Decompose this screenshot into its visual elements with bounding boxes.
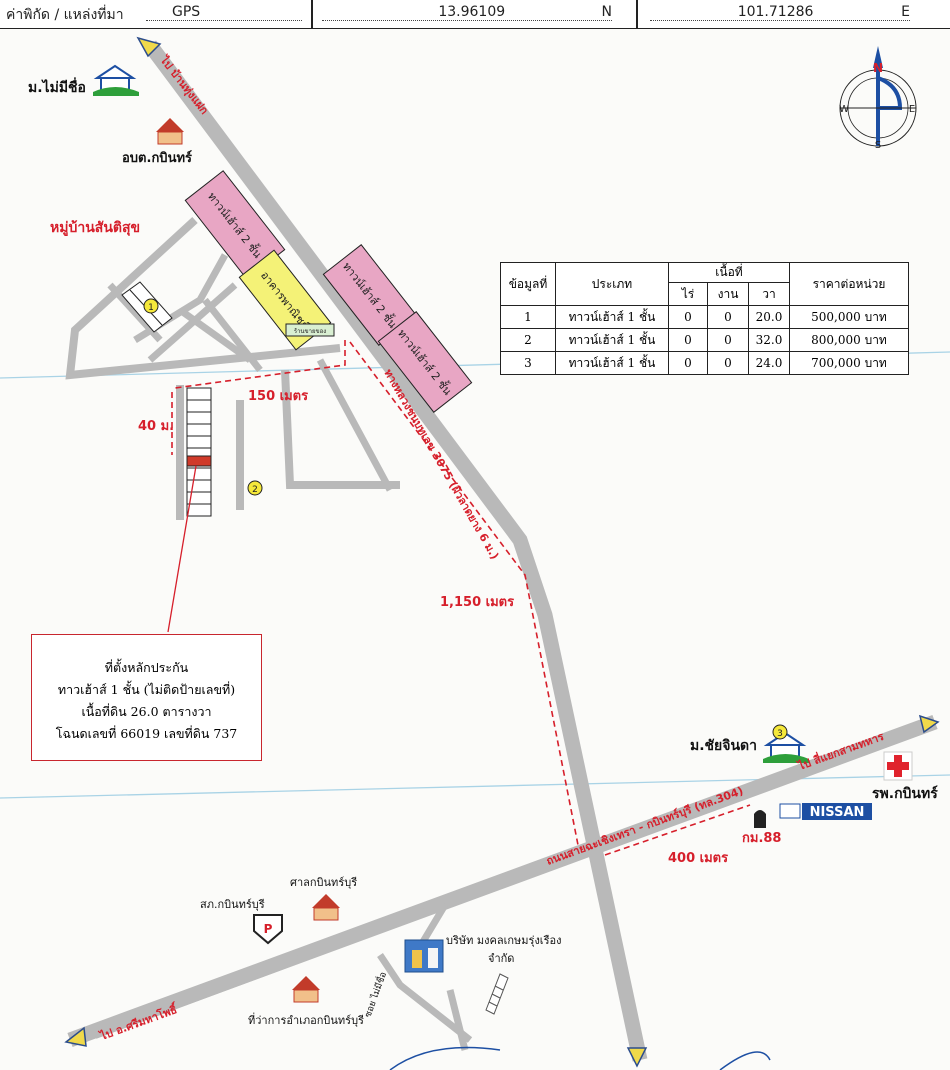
svg-text:P: P	[264, 922, 273, 936]
svg-text:S: S	[875, 140, 881, 151]
government-building-icon	[156, 118, 184, 145]
label-company-line1: บริษัท มงคลเกษมรุ่งเรือง	[446, 934, 561, 947]
svg-text:2: 2	[252, 485, 258, 495]
hospital-cross-icon	[883, 751, 913, 781]
label-shrine: ศาลกบินทร์บุรี	[290, 876, 357, 889]
th-area: เนื้อที่	[668, 262, 790, 283]
arrow-north-west-icon	[136, 36, 162, 58]
coordinate-label: ค่าพิกัด / แหล่งที่มา	[6, 7, 124, 23]
label-company-line2: จำกัด	[488, 952, 514, 965]
government-building-icon	[292, 976, 320, 1003]
buildings: ทาวน์เฮ้าส์ 2 ชั้น ทาวน์เฮ้าส์ 2 ชั้น ทา…	[184, 170, 473, 413]
label-km88: กม.88	[742, 831, 781, 846]
label-distance-150: 150 เมตร	[248, 389, 308, 404]
th-no: ข้อมูลที่	[500, 262, 556, 306]
svg-text:ร้านขายของ: ร้านขายของ	[294, 328, 326, 335]
handwriting-mark	[389, 1046, 501, 1070]
marker-3: 3	[772, 724, 788, 740]
house-icon	[763, 731, 809, 763]
marker-1: 1	[143, 298, 159, 314]
info-line-2: ทาวเฮ้าส์ 1 ชั้น (ไม่ติดป้ายเลขที่)	[57, 682, 236, 697]
svg-text:NISSAN: NISSAN	[810, 805, 865, 820]
th-price: ราคาต่อหน่วย	[789, 262, 909, 306]
label-police: สภ.กบินทร์บุรี	[200, 898, 265, 911]
callout-leader	[167, 465, 197, 633]
label-district-office: ที่ว่าการอำเภอกบินทร์บุรี	[248, 1012, 364, 1027]
label-village-nameless: ม.ไม่มีชื่อ	[28, 77, 86, 96]
km-marker-icon	[754, 810, 766, 828]
road-arrows	[64, 36, 940, 1068]
road-network	[65, 40, 938, 1062]
house-icon	[93, 64, 139, 96]
label-to-ban-rai: ไป บ้านทุ่งแฝก	[156, 52, 212, 118]
label-distance-1150: 1,150 เมตร	[440, 595, 514, 610]
th-rai: ไร่	[668, 282, 708, 306]
scan-line	[0, 774, 950, 799]
th-type: ประเภท	[555, 262, 669, 306]
government-building-icon	[312, 894, 340, 921]
marker-2: 2	[247, 480, 263, 496]
label-hospital: รพ.กบินทร์	[872, 785, 938, 802]
company-building	[404, 939, 444, 973]
handwriting-mark	[719, 1051, 771, 1070]
nissan-logo-icon: NISSAN	[779, 803, 872, 820]
location-map: ทาวน์เฮ้าส์ 2 ชั้น ทาวน์เฮ้าส์ 2 ชั้น ทา…	[0, 36, 950, 1070]
collateral-info-box: ที่ตั้งหลักประกัน ทาวเฮ้าส์ 1 ชั้น (ไม่ต…	[31, 634, 262, 761]
th-wa: วา	[748, 282, 790, 306]
svg-text:W: W	[839, 104, 849, 115]
arrow-west-icon	[64, 1026, 87, 1047]
svg-text:N: N	[873, 61, 883, 75]
th-ngan: งาน	[707, 282, 749, 306]
label-distance-400: 400 เมตร	[668, 851, 728, 866]
label-distance-40: 40 ม.	[138, 419, 174, 434]
price-table: ข้อมูลที่ ประเภท เนื้อที่ ราคาต่อหน่วย ไ…	[500, 262, 909, 375]
svg-text:3: 3	[777, 729, 783, 739]
small-shop: ร้านขายของ	[285, 323, 335, 337]
distance-lines	[171, 340, 751, 856]
soi-townhouse-row	[485, 973, 509, 1015]
label-chaijinda: ม.ชัยจินดา	[690, 738, 757, 754]
label-soi: ซอย ไม่มีชื่อ	[361, 970, 389, 1019]
svg-text:1: 1	[148, 303, 154, 313]
info-line-3: เนื้อที่ดิน 26.0 ตารางวา	[81, 704, 212, 719]
info-line-1: ที่ตั้งหลักประกัน	[104, 660, 189, 675]
label-santisuk: หมู่บ้านสันติสุข	[50, 220, 140, 236]
label-sao: อบต.กบินทร์	[122, 150, 192, 166]
arrow-east-icon	[918, 714, 940, 734]
compass-icon: N S W E	[839, 46, 917, 151]
svg-text:E: E	[909, 104, 915, 115]
arrow-south-icon	[626, 1047, 648, 1068]
coordinate-source: GPS	[146, 4, 302, 21]
police-sign-icon: P	[253, 914, 283, 945]
info-line-4: โฉนดเลขที่ 66019 เลขที่ดิน 737	[55, 726, 238, 741]
